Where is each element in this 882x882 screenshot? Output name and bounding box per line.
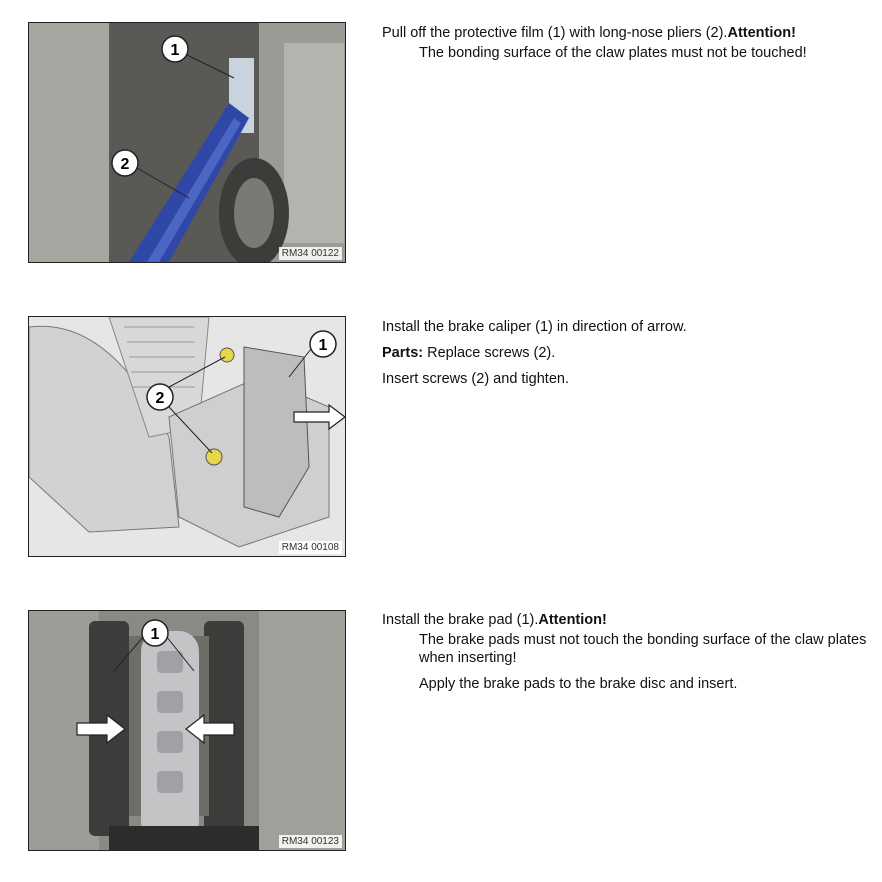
- parts-text: Replace screws (2).: [427, 345, 556, 361]
- svg-text:1: 1: [171, 42, 180, 59]
- svg-text:1: 1: [319, 337, 328, 354]
- attention-text: The brake pads must not touch the bondin…: [419, 632, 867, 666]
- parts-label: Parts:: [382, 345, 424, 361]
- step-3-text: Install the brake pad (1).Attention! The…: [382, 611, 878, 701]
- callout-2: 2: [111, 149, 190, 199]
- step-2-text: Install the brake caliper (1) in directi…: [382, 318, 878, 396]
- figure-brake-caliper: 1 2 RM34 00108: [28, 316, 346, 557]
- callout-1: 1: [288, 330, 337, 378]
- attention-label: Attention!: [727, 25, 796, 41]
- figure-brake-pad: 1 RM34 00123: [28, 610, 346, 851]
- callout-1: 1: [161, 35, 235, 79]
- svg-text:1: 1: [151, 626, 160, 643]
- svg-text:2: 2: [156, 390, 165, 407]
- callout-1: 1: [113, 619, 195, 672]
- attention-label: Attention!: [538, 612, 607, 628]
- svg-text:2: 2: [121, 156, 130, 173]
- photo-protective-film: 1 2: [29, 23, 345, 262]
- attention-text: The bonding surface of the claw plates m…: [419, 45, 807, 61]
- instruction: Pull off the protective film (1) with lo…: [382, 25, 796, 41]
- instruction: Install the brake pad (1).Attention!: [382, 612, 607, 628]
- figure-id: RM34 00123: [278, 835, 342, 848]
- callout-2: 2: [146, 356, 226, 454]
- figure-id: RM34 00122: [278, 247, 342, 260]
- photo-brake-pad: 1: [29, 611, 345, 850]
- instruction-2: Insert screws (2) and tighten.: [382, 371, 569, 387]
- instruction: Install the brake caliper (1) in directi…: [382, 319, 687, 335]
- parts-line: Parts: Replace screws (2).: [382, 344, 878, 362]
- figure-protective-film: 1 2 RM34 00122: [28, 22, 346, 263]
- illustration-brake-caliper: 1 2: [29, 317, 345, 556]
- note: Apply the brake pads to the brake disc a…: [419, 676, 738, 692]
- step-1-text: Pull off the protective film (1) with lo…: [382, 24, 878, 70]
- figure-id: RM34 00108: [278, 541, 342, 554]
